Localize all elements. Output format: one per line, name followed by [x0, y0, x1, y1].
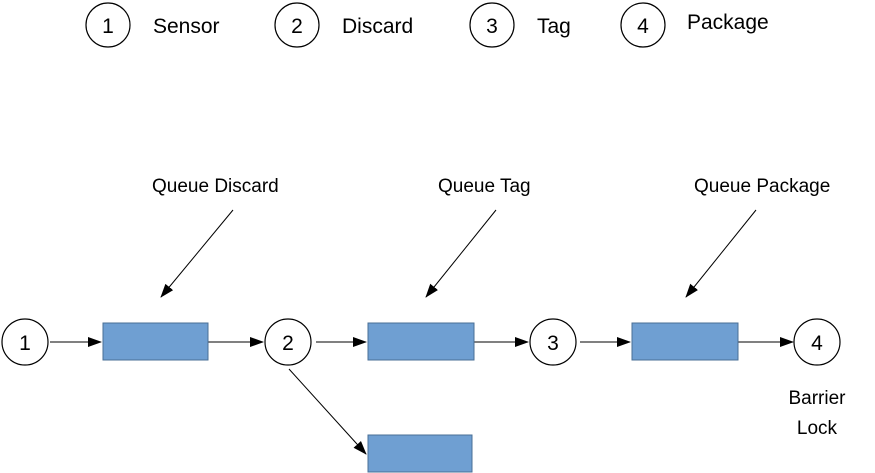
legend-label-discard: Discard: [342, 15, 413, 38]
legend-node-3: [469, 2, 515, 48]
node-sensor: [1, 318, 49, 366]
flow-nodes: 1 2 3 4: [1, 318, 841, 366]
queue-package-pointer: [685, 209, 757, 298]
legend-node-4: [620, 2, 666, 48]
legend-label-tag: Tag: [537, 15, 571, 38]
barrier-label: Barrier: [788, 388, 846, 409]
queue-package-label: Queue Package: [694, 176, 830, 197]
legend-item-tag: 3 Tag: [469, 2, 571, 48]
flow-arrows: [50, 337, 794, 455]
barrier-lock-caption: Barrier Lock: [788, 388, 846, 439]
legend-number: 4: [637, 15, 649, 38]
legend-node-2: [274, 2, 320, 48]
legend: 1 Sensor 2 Discard 3 Tag 4 Package: [85, 2, 769, 48]
arrow-discard-to-discard-queue: [288, 368, 367, 455]
legend-item-package: 4 Package: [620, 2, 769, 48]
legend-label-package: Package: [687, 11, 769, 34]
lock-label: Lock: [797, 418, 838, 439]
queue-package-box: [631, 322, 739, 361]
queue-annotations: Queue Discard Queue Tag Queue Package: [152, 176, 830, 298]
legend-number: 1: [102, 15, 114, 38]
queues: [102, 322, 739, 473]
legend-node-1: [85, 2, 131, 48]
queue-tag-pointer: [425, 209, 497, 298]
queue-discard-pointer: [160, 209, 234, 298]
legend-item-sensor: 1 Sensor: [85, 2, 220, 48]
node-tag: [529, 318, 577, 366]
queue-discard-label: Queue Discard: [152, 176, 279, 197]
legend-label-sensor: Sensor: [153, 15, 220, 38]
node-package: [793, 318, 841, 366]
queue-tag-box: [367, 322, 475, 361]
legend-item-discard: 2 Discard: [274, 2, 413, 48]
legend-number: 2: [291, 15, 303, 38]
node-tag-label: 3: [547, 332, 559, 355]
legend-number: 3: [486, 15, 498, 38]
node-discard: [264, 318, 312, 366]
node-discard-label: 2: [282, 332, 294, 355]
discarded-items-box: [367, 434, 473, 473]
node-sensor-label: 1: [19, 332, 31, 355]
node-package-label: 4: [811, 332, 823, 355]
queue-discard-box: [102, 322, 209, 361]
queue-tag-label: Queue Tag: [438, 176, 531, 197]
